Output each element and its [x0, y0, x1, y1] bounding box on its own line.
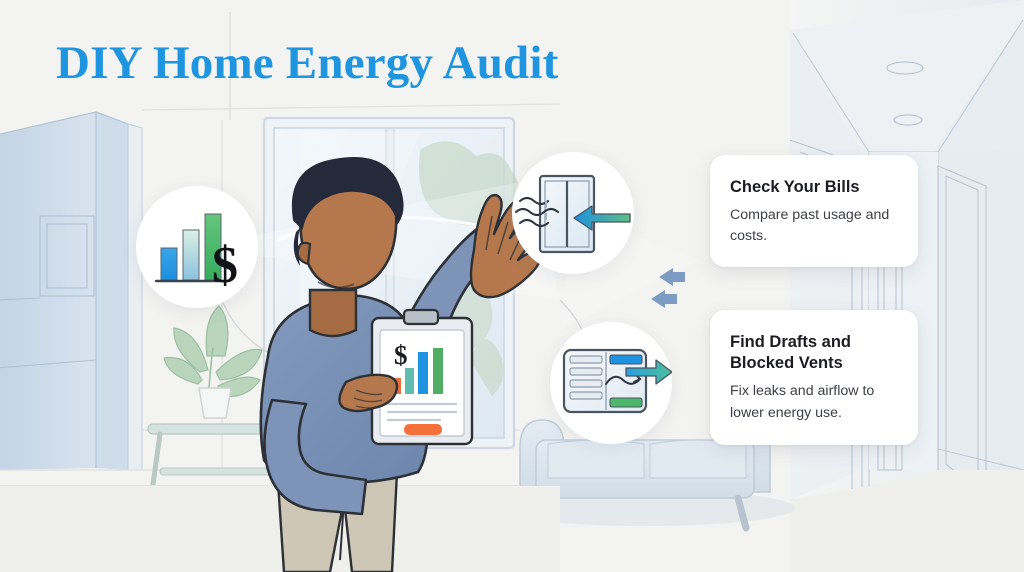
- svg-text:$: $: [394, 340, 408, 370]
- vent-slats: [569, 355, 603, 400]
- airflow-arrow-left: [573, 205, 631, 231]
- callout-card-find-drafts-and-blocked-vents[interactable]: Find Drafts and Blocked Vents Fix leaks …: [710, 310, 918, 445]
- window-draft-icon: [512, 152, 634, 274]
- arrow-left-icon: [659, 268, 685, 286]
- exchange-arrows-icon: [651, 268, 685, 308]
- card-title: Check Your Bills: [730, 178, 860, 196]
- vent-accent-top: [609, 354, 643, 365]
- hallway-background: [789, 0, 1024, 572]
- chart-bar-1: [160, 247, 178, 281]
- airflow-arrow-right: [625, 359, 672, 385]
- draft-waves: [514, 196, 560, 228]
- sofa: [495, 419, 795, 532]
- dollar-sign: $: [212, 237, 238, 294]
- card-body: Fix leaks and airflow to lower energy us…: [730, 383, 875, 421]
- report-button: [404, 424, 442, 435]
- blocked-vent-airflow-icon: [550, 322, 672, 444]
- chart-bar-2: [182, 229, 200, 281]
- potted-plant: [163, 305, 263, 419]
- arrow-right-icon: [651, 290, 677, 308]
- vent-accent-bottom: [609, 397, 643, 408]
- left-door: [0, 111, 143, 471]
- callout-card-check-your-bills[interactable]: Check Your Bills Compare past usage and …: [710, 155, 918, 267]
- ceiling-light: [886, 61, 924, 75]
- bar-chart-dollar-icon: $: [136, 186, 258, 308]
- page-title: DIY Home Energy Audit: [56, 37, 559, 89]
- clipboard-with-energy-report: $: [370, 308, 474, 446]
- person-inspecting-window: $: [259, 157, 542, 572]
- plant-pot: [198, 387, 232, 419]
- ceiling-light: [893, 114, 923, 126]
- card-body: Compare past usage and costs.: [730, 207, 890, 245]
- card-title: Find Drafts and Blocked Vents: [730, 333, 852, 373]
